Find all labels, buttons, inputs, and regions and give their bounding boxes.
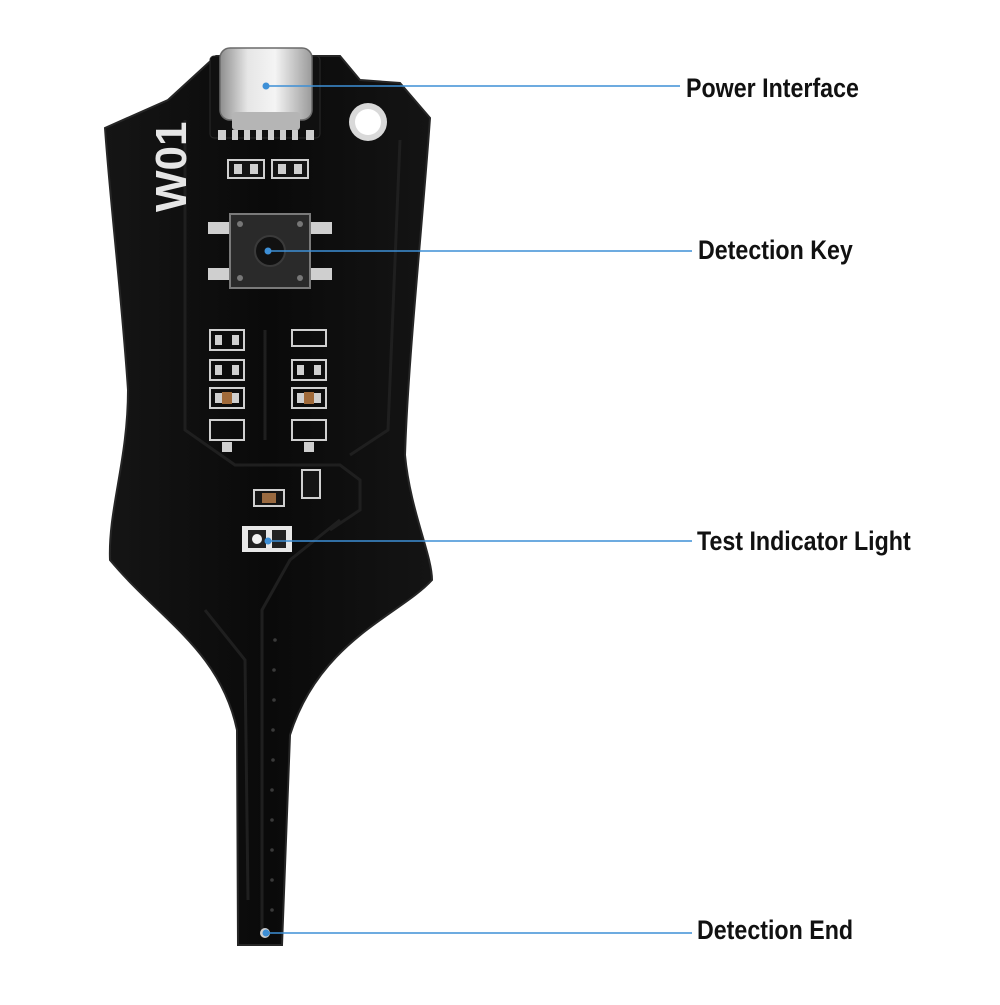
smd-components-top [227, 159, 309, 179]
label-detection-key: Detection Key [698, 235, 853, 265]
model-silkscreen-text: W01 [147, 122, 196, 212]
usb-c-connector [209, 47, 321, 140]
callout-dots [262, 82, 272, 937]
smd-components-left [209, 329, 245, 441]
label-power-interface: Power Interface [686, 73, 859, 103]
smd-components-right [291, 329, 327, 441]
smd-components-lower [253, 469, 321, 507]
label-detection-end: Detection End [697, 915, 854, 945]
probe-vias [270, 638, 277, 912]
callout-lines [266, 85, 692, 934]
pcb-traces [183, 120, 402, 930]
mounting-hole [349, 103, 387, 141]
label-test-indicator-light: Test Indicator Light [697, 526, 911, 556]
